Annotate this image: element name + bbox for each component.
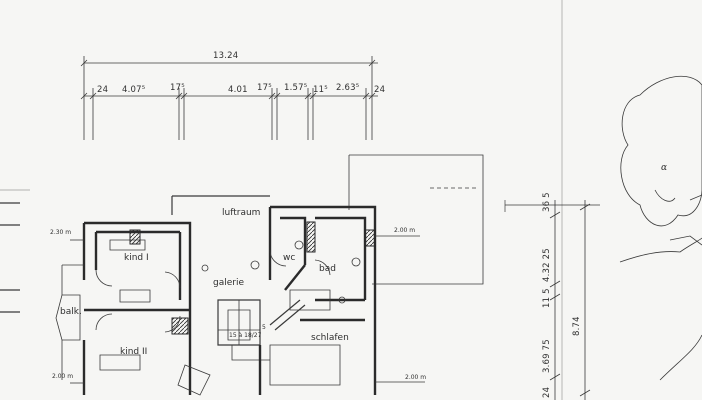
top-dim-1: 24 [97,85,109,95]
side-dim-2: 4.32 25 [542,248,552,282]
side-total-dim: 8.74 [572,316,582,336]
building-walls [55,195,425,396]
room-label-galerie: galerie [213,278,245,288]
side-dim-5: 24 [542,386,552,398]
top-dimension-chain [80,56,378,140]
room-label-luftraum: luftraum [222,208,261,218]
room-label-schlafen: schlafen [311,333,349,343]
top-dim-8: 2.63⁵ [336,83,360,93]
top-dim-7: 11⁵ [313,85,328,95]
side-dim-3: 11 5 [542,288,552,308]
top-dim-3: 17⁵ [170,83,185,93]
side-dimension-chain [549,200,591,400]
top-dim-6: 1.57⁵ [284,83,308,93]
side-dim-1: 36 5 [542,192,552,212]
stair-step-mark: 5 [262,324,266,331]
room-label-kind-2: kind II [120,347,148,357]
tree-sketch [619,76,702,381]
height-mark-left-top: 2.30 m [50,229,72,236]
stair-label: 15 à 18/27 [229,332,262,339]
top-dim-9: 24 [374,85,386,95]
height-mark-right-mid: 2.00 m [394,227,416,234]
top-dim-4: 4.01 [228,85,248,95]
height-mark-right-bottom: 2.00 m [405,374,427,381]
side-dim-4: 3.69 75 [542,339,552,373]
top-dim-2: 4.07⁵ [122,85,146,95]
room-label-balk: balk. [60,307,82,317]
room-label-wc: wc [283,253,296,263]
left-edge-marks [0,202,20,313]
room-label-kind-1: kind I [124,253,149,263]
overall-width-dim: 13.24 [213,51,239,61]
room-label-bad: bad [319,264,336,274]
height-mark-left-bottom: 2.00 m [52,373,74,380]
tree-mark: α [661,163,668,173]
top-dim-5: 17⁵ [257,83,272,93]
roof-outline [348,154,600,285]
